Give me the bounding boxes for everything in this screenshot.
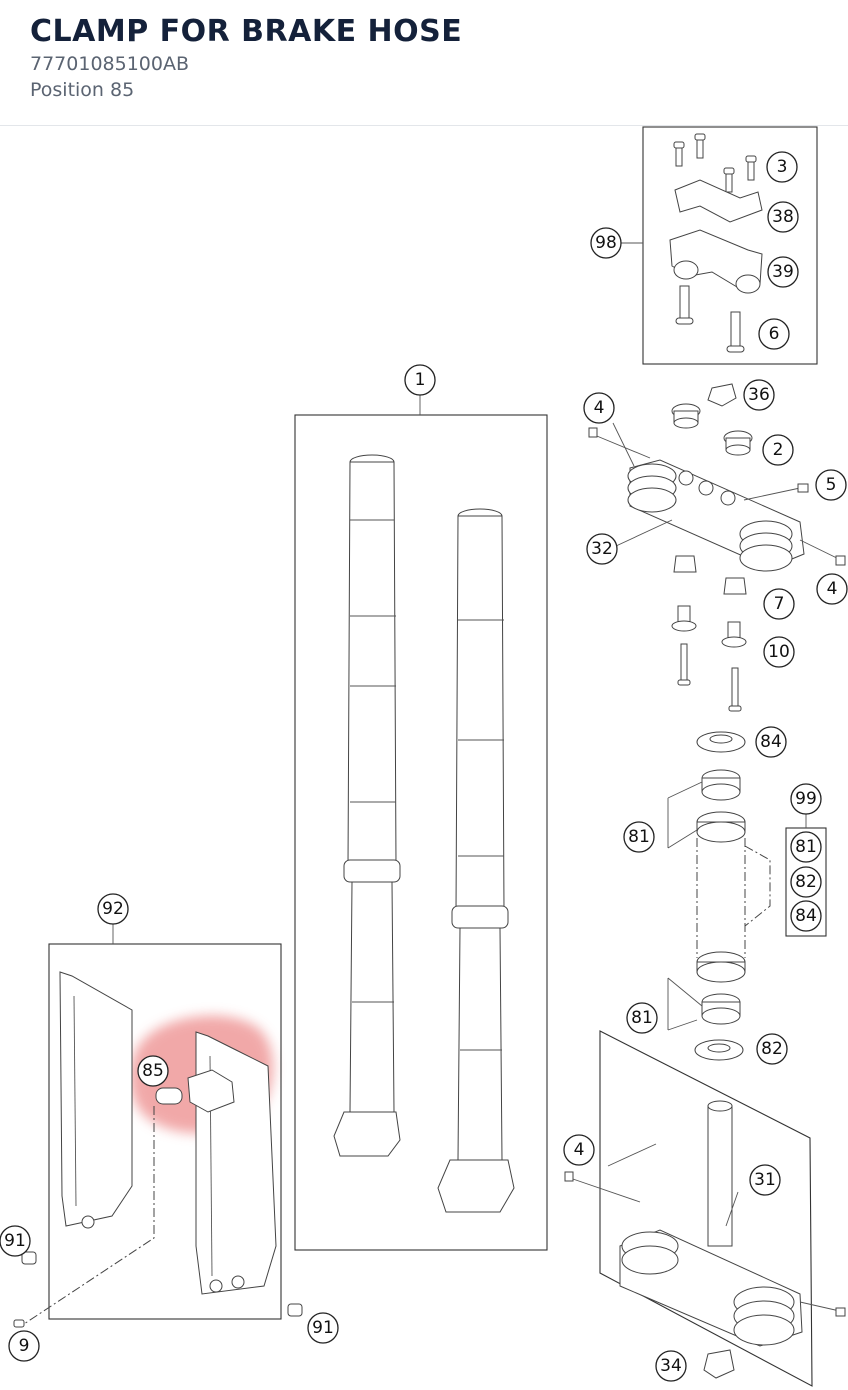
callout-9: 9	[8, 1330, 40, 1362]
callout-98: 98	[590, 227, 622, 259]
svg-text:4: 4	[594, 398, 605, 418]
callout-4-bottom: 4	[563, 1134, 595, 1166]
callout-91-left: 91	[0, 1225, 31, 1257]
svg-text:38: 38	[772, 207, 794, 227]
svg-text:6: 6	[769, 324, 780, 344]
callout-10: 10	[763, 636, 795, 668]
fork-legs	[333, 454, 515, 1213]
part-number: 77701085100AB	[30, 53, 190, 75]
svg-text:34: 34	[660, 1356, 682, 1376]
exploded-parts-diagram: 3 38 39 6 98 1 4 36 2 5 32 4 7 10 84 99 …	[0, 126, 848, 1387]
svg-text:3: 3	[777, 157, 788, 177]
group-1-frame	[294, 414, 548, 1251]
svg-text:81: 81	[628, 827, 650, 847]
fork-guards	[13, 971, 303, 1328]
position-label: Position 85	[30, 79, 135, 101]
svg-text:1: 1	[415, 370, 426, 390]
kit-callout-82: 82	[790, 866, 822, 898]
group-31-frame	[599, 1030, 813, 1387]
lower-triple-clamp-parts	[564, 1100, 846, 1379]
svg-text:32: 32	[591, 539, 613, 559]
callout-82: 82	[756, 1033, 788, 1065]
callout-3: 3	[766, 151, 798, 183]
callout-34: 34	[655, 1350, 687, 1382]
callout-5: 5	[815, 469, 847, 501]
callout-85: 85	[137, 1055, 169, 1087]
kit-callout-81: 81	[790, 831, 822, 863]
callout-4-right: 4	[816, 573, 848, 605]
svg-text:7: 7	[774, 594, 785, 614]
callout-84: 84	[755, 726, 787, 758]
callout-36: 36	[743, 379, 775, 411]
group-98-frame	[642, 126, 818, 365]
svg-text:82: 82	[761, 1039, 783, 1059]
brake-hose-clamp	[155, 1087, 183, 1105]
callout-31: 31	[749, 1164, 781, 1196]
handlebar-clamp-parts	[669, 133, 763, 353]
svg-text:99: 99	[795, 789, 817, 809]
callout-7: 7	[763, 588, 795, 620]
callout-81-upper: 81	[623, 821, 655, 853]
callout-32: 32	[586, 533, 618, 565]
group-92-frame	[48, 943, 282, 1320]
page-title: CLAMP FOR BRAKE HOSE	[30, 14, 463, 49]
svg-text:31: 31	[754, 1170, 776, 1190]
svg-text:91: 91	[312, 1318, 334, 1338]
upper-triple-clamp-parts	[588, 383, 846, 572]
callout-81-lower: 81	[626, 1002, 658, 1034]
svg-text:81: 81	[795, 837, 817, 857]
svg-text:2: 2	[773, 440, 784, 460]
svg-text:36: 36	[748, 385, 770, 405]
svg-text:92: 92	[102, 899, 124, 919]
svg-text:10: 10	[768, 642, 790, 662]
callout-39: 39	[767, 256, 799, 288]
callout-2: 2	[762, 434, 794, 466]
svg-text:84: 84	[795, 906, 817, 926]
callout-92: 92	[97, 893, 129, 925]
callout-99: 99	[790, 783, 822, 815]
leader-lines	[112, 242, 807, 1227]
callout-6: 6	[758, 318, 790, 350]
callout-91-right: 91	[307, 1312, 339, 1344]
callout-1: 1	[404, 364, 436, 396]
svg-text:4: 4	[574, 1140, 585, 1160]
svg-text:98: 98	[595, 233, 617, 253]
svg-text:84: 84	[760, 732, 782, 752]
svg-text:39: 39	[772, 262, 794, 282]
svg-text:81: 81	[631, 1008, 653, 1028]
svg-text:85: 85	[142, 1061, 164, 1081]
svg-text:4: 4	[827, 579, 838, 599]
svg-text:91: 91	[4, 1231, 26, 1251]
kit-callout-84: 84	[790, 900, 822, 932]
page-header: CLAMP FOR BRAKE HOSE 77701085100AB Posit…	[0, 0, 848, 126]
callout-4-top: 4	[583, 392, 615, 424]
bearing-parts	[667, 555, 771, 1061]
svg-text:82: 82	[795, 872, 817, 892]
callout-38: 38	[767, 201, 799, 233]
svg-text:5: 5	[826, 475, 837, 495]
svg-text:9: 9	[19, 1336, 30, 1356]
